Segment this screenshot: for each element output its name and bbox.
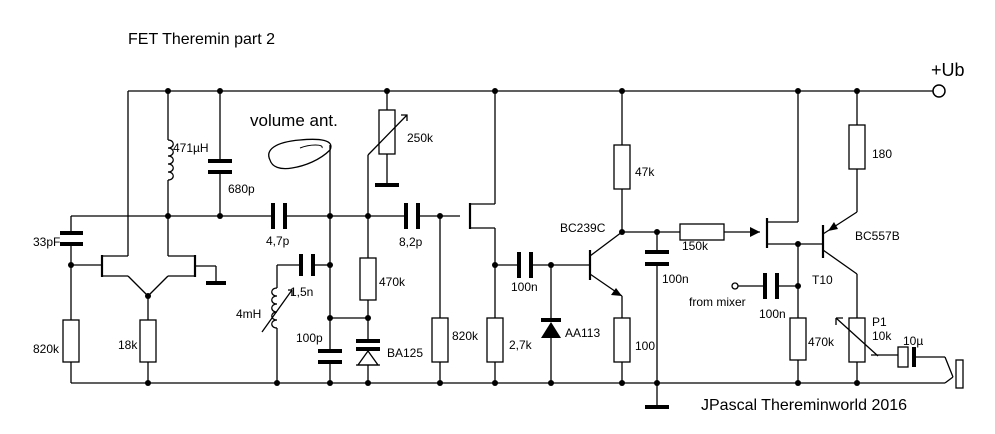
mixer-input-terminal xyxy=(731,282,739,290)
label-c-1-5n: 1,5n xyxy=(290,285,313,299)
diode-ba125 xyxy=(356,349,380,366)
resistor-820k-left xyxy=(62,319,80,363)
label-p-250k: 250k xyxy=(407,131,434,145)
output-jack xyxy=(955,359,964,389)
label-r-18k: 18k xyxy=(118,338,138,352)
label-l-4m: 4mH xyxy=(236,307,261,321)
resistor-180 xyxy=(848,124,866,170)
resistor-470k-right xyxy=(789,317,807,361)
resistor-47k xyxy=(613,144,631,190)
label-d-aa113: AA113 xyxy=(565,326,600,340)
resistor-150k xyxy=(679,223,725,241)
volume-antenna xyxy=(268,138,332,170)
detector-section xyxy=(468,91,760,409)
diode-aa113 xyxy=(541,322,561,338)
resistor-2-7k xyxy=(486,317,504,363)
label-r-2-7k: 2,7k xyxy=(509,338,533,352)
label-p-10k: 10k xyxy=(872,329,892,343)
supply-rail xyxy=(128,84,946,98)
input-label: from mixer xyxy=(689,295,746,309)
label-c-680p: 680p xyxy=(228,182,255,196)
label-t-t10: T10 xyxy=(812,273,833,287)
oscillator-section xyxy=(60,91,232,383)
pot-p1-10k xyxy=(848,317,866,363)
label-r-100: 100 xyxy=(635,339,655,353)
label-l-471u: 471µH xyxy=(173,141,209,155)
label-r-47k: 47k xyxy=(635,165,655,179)
label-r-470k-mid: 470k xyxy=(379,275,406,289)
label-r-470k-right: 470k xyxy=(808,335,835,349)
label-c-4-7p: 4,7p xyxy=(266,234,290,248)
inductor-4mh xyxy=(271,287,278,329)
antenna-label: volume ant. xyxy=(250,111,338,130)
label-r-180: 180 xyxy=(872,147,892,161)
antenna-section xyxy=(261,91,408,383)
label-c-100n-a: 100n xyxy=(511,280,538,294)
label-t-bc557b: BC557B xyxy=(855,229,900,243)
supply-terminal xyxy=(932,84,946,98)
output-stage xyxy=(731,91,964,389)
schematic-title: FET Theremin part 2 xyxy=(128,31,275,48)
inductor-471uh xyxy=(167,139,174,181)
label-c-100n-b: 100n xyxy=(662,272,689,286)
label-r-150k: 150k xyxy=(682,239,709,253)
label-c-100p: 100p xyxy=(296,331,323,345)
label-t-bc239c: BC239C xyxy=(560,221,606,235)
label-c-100n-c: 100n xyxy=(759,307,786,321)
resistor-18k xyxy=(139,319,157,363)
label-c-33p: 33pF xyxy=(33,235,60,249)
resistor-820k-mid xyxy=(431,317,449,363)
label-d-ba125: BA125 xyxy=(387,346,423,360)
pot-250k xyxy=(378,109,396,155)
resistor-100 xyxy=(613,317,631,363)
label-r-820k-mid: 820k xyxy=(452,329,479,343)
label-c-10u: 10µ xyxy=(903,334,923,348)
credit-text: JPascal Thereminworld 2016 xyxy=(701,397,907,414)
junction-dots xyxy=(68,88,860,386)
resistor-470k-mid xyxy=(359,257,377,301)
capacitor-10u xyxy=(897,346,909,368)
resistor-820k-mid-group xyxy=(431,216,449,383)
supply-label: +Ub xyxy=(931,60,965,80)
label-c-8-2p: 8,2p xyxy=(399,235,423,249)
capacitor-8-2p xyxy=(404,203,420,229)
label-r-820k-left: 820k xyxy=(33,342,60,356)
label-p-p1: P1 xyxy=(872,315,887,329)
capacitor-4-7p xyxy=(271,203,287,229)
